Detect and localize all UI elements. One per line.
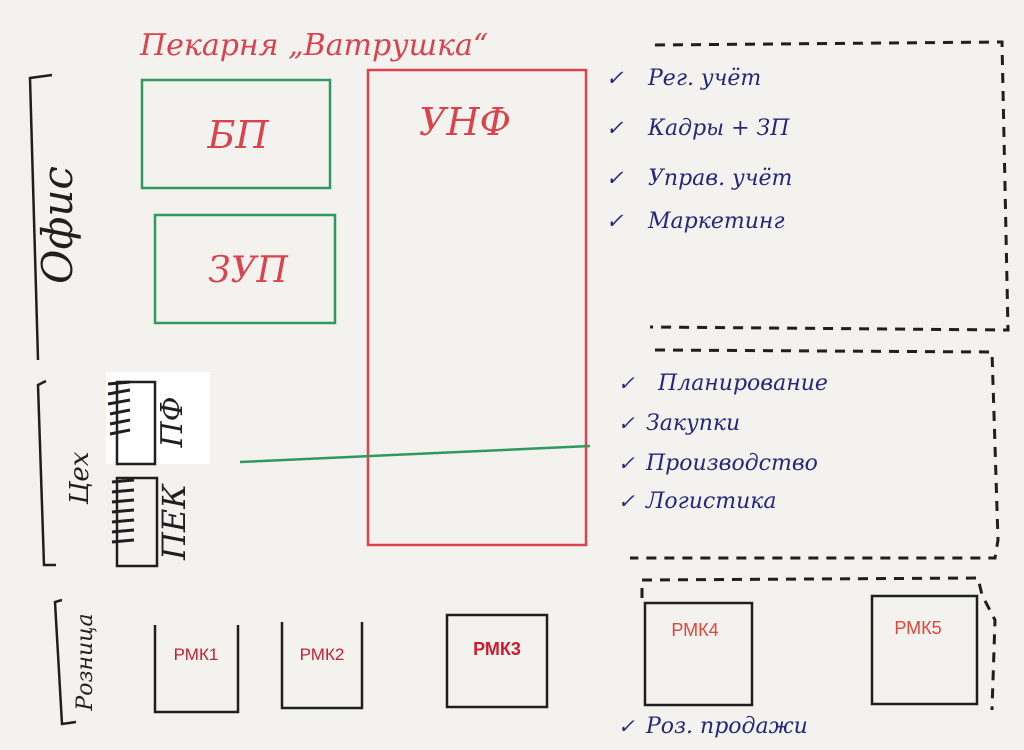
production-box-pek-hatching [111, 478, 135, 544]
section-label-production: Цех [65, 451, 95, 505]
section-label-retail: Розница [73, 613, 98, 711]
production-function-check-2: ✓ [618, 411, 635, 435]
office-functions-region [649, 40, 1010, 332]
production-function-check-4: ✓ [618, 489, 635, 513]
retail-region [640, 576, 997, 711]
office-function-check-2: ✓ [606, 116, 624, 140]
office-function-4: Маркетинг [647, 209, 785, 234]
retail-box-1 [153, 625, 240, 714]
office-box-zup [153, 213, 337, 325]
retail-box-1-label: РМК1 [174, 645, 219, 664]
production-function-2: Закупки [646, 411, 740, 436]
retail-bracket [53, 598, 77, 726]
section-label-office: Офис [33, 166, 82, 284]
production-box-pf-label: ПФ [155, 396, 190, 448]
production-function-1: Планирование [657, 371, 828, 396]
office-box-bp [140, 78, 332, 190]
production-bracket [36, 379, 56, 567]
central-box-unf-label: УНФ [419, 100, 511, 144]
retail-box-5-label: РМК5 [894, 618, 941, 638]
office-bracket [28, 73, 53, 361]
retail-box-5 [870, 594, 979, 706]
production-box-pek-label: ПЕК [155, 483, 193, 561]
retail-box-3-label: РМК3 [473, 639, 521, 659]
production-paper-patch [106, 372, 210, 464]
production-functions-region [630, 348, 1000, 560]
retail-box-4 [643, 601, 754, 707]
office-function-3: Управ. учёт [648, 166, 792, 191]
retail-box-2-label: РМК2 [300, 645, 345, 664]
office-box-zup-label: ЗУП [208, 250, 288, 291]
office-box-bp-label: БП [206, 113, 269, 157]
production-function-check-3: ✓ [618, 451, 635, 475]
office-function-check-4: ✓ [606, 209, 624, 233]
central-box-unf [366, 68, 588, 547]
divider-line [239, 444, 591, 464]
retail-function-check: ✓ [618, 714, 635, 738]
office-function-check-3: ✓ [606, 166, 624, 190]
production-box-pf-hatching [107, 380, 131, 436]
diagram-title: Пекарня „Ватрушка“ [139, 28, 488, 63]
production-function-check-1: ✓ [618, 371, 635, 395]
office-function-check-1: ✓ [606, 66, 624, 90]
retail-function: Роз. продажи [645, 714, 808, 739]
retail-box-3 [445, 613, 549, 709]
office-function-2: Кадры + ЗП [647, 116, 790, 141]
production-function-4: Логистика [645, 489, 777, 514]
office-function-1: Рег. учёт [647, 66, 761, 91]
retail-box-4-label: РМК4 [671, 620, 718, 640]
retail-box-2 [280, 622, 364, 710]
production-function-3: Производство [645, 451, 818, 476]
